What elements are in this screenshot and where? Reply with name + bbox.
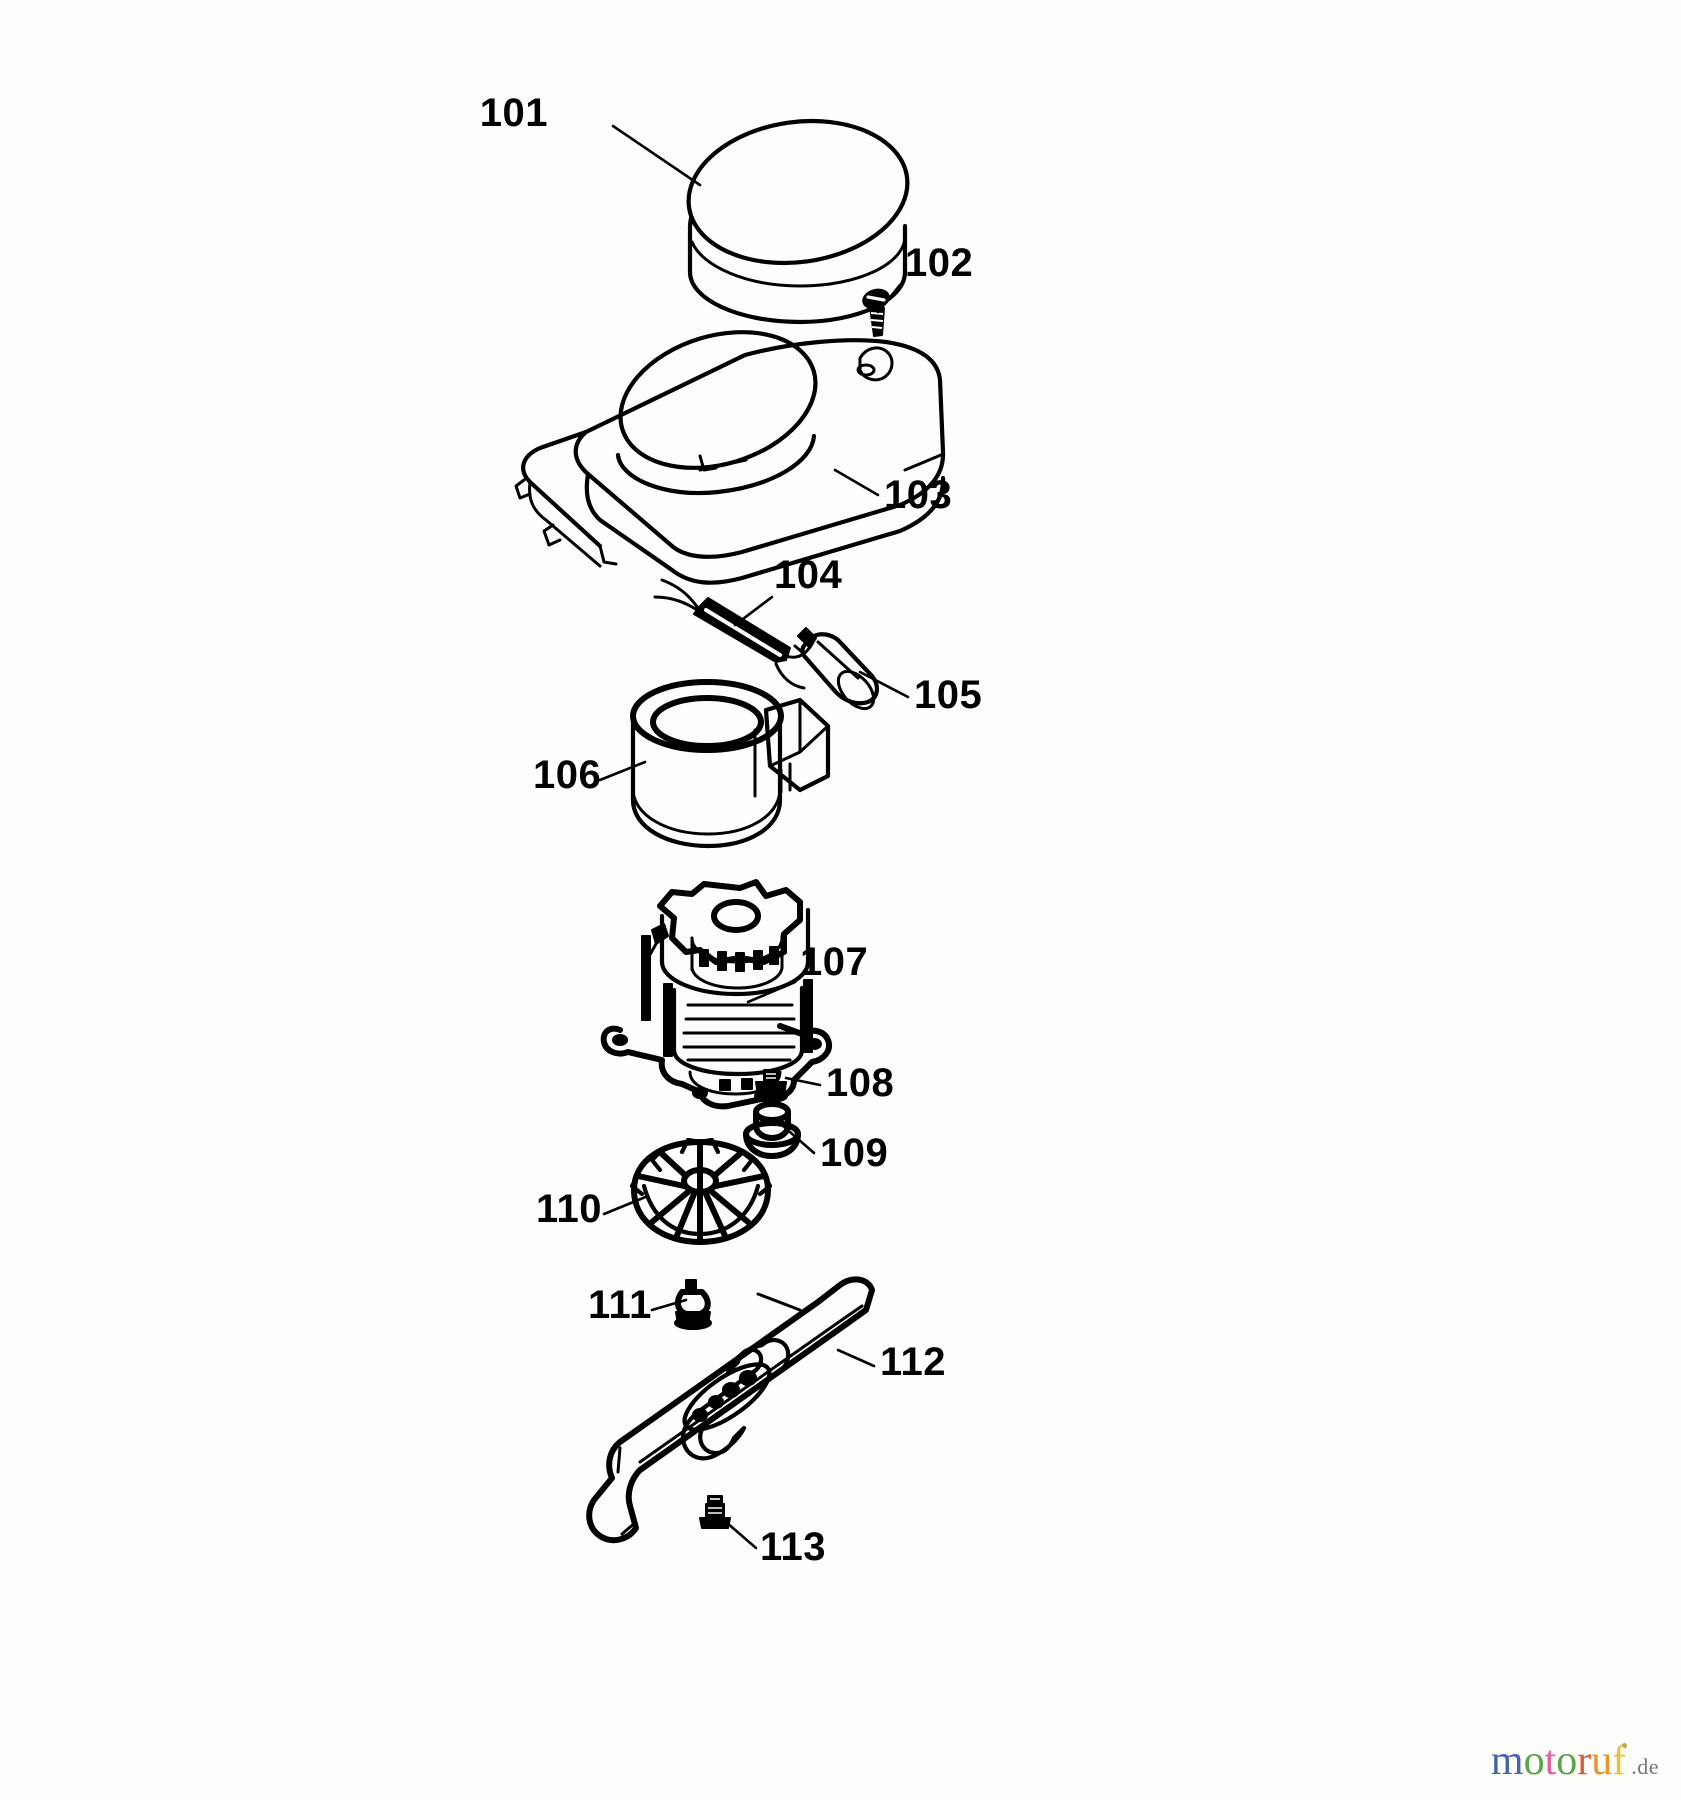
callout-label-101: 101 [480,91,548,135]
callout-104[interactable]: 104 [733,553,842,627]
callout-label-103: 103 [884,473,952,517]
brand-logo-motoruf[interactable]: motoruf.de [1491,1740,1659,1782]
leader-108 [784,1076,822,1087]
callout-label-107: 107 [800,940,868,984]
leader-112 [836,1348,876,1368]
brand-letter-r: r [1577,1738,1592,1784]
callout-label-104: 104 [774,553,842,597]
callout-113[interactable]: 113 [724,1520,826,1569]
brand-letter-m: m [1490,1738,1524,1784]
callout-110[interactable]: 110 [536,1187,650,1231]
callout-112[interactable]: 112 [836,1340,946,1384]
callout-102[interactable]: 102 [876,241,973,314]
part-108-screw-motor-shaft [754,1069,788,1103]
part-102-screw-cover [862,288,890,337]
callout-label-105: 105 [914,673,982,717]
leader-106 [598,760,647,782]
callout-105[interactable]: 105 [858,670,982,717]
leader-111 [650,1298,688,1312]
callout-label-106: 106 [533,753,601,797]
callout-106[interactable]: 106 [533,753,647,797]
callout-111[interactable]: 111 [588,1283,688,1327]
leader-110 [602,1194,650,1216]
leader-101 [611,124,702,187]
leader-109 [780,1123,816,1155]
brand-tld: .de [1631,1754,1659,1779]
brand-letter-u: u [1591,1738,1613,1784]
leader-103 [833,468,880,497]
leader-104 [733,595,774,627]
callout-label-102: 102 [905,241,973,285]
part-113-blade-bolt-lower [699,1495,731,1529]
brand-accent-dot [1622,1743,1628,1748]
callout-103[interactable]: 103 [833,468,952,517]
part-110-cooling-fan [629,1137,773,1245]
callout-101[interactable]: 101 [480,91,702,187]
part-105-capacitor [793,627,879,711]
callout-label-112: 112 [880,1340,946,1384]
callout-label-110: 110 [536,1187,602,1231]
brand-letter-o2: o [1556,1738,1578,1784]
part-103-motor-housing-cover [514,330,946,585]
callout-label-113: 113 [760,1525,826,1569]
brand-letter-o1: o [1523,1738,1545,1784]
brand-letter-t: t [1544,1738,1557,1784]
leader-107 [746,980,797,1004]
leader-113 [724,1520,758,1550]
callout-107[interactable]: 107 [746,940,868,1004]
part-107-electric-motor [600,879,832,1110]
callout-108[interactable]: 108 [784,1061,894,1105]
brand-letter-f: f [1612,1738,1627,1784]
part-112-cutting-blade [586,1276,875,1544]
leader-102 [876,283,902,314]
part-109-washer-spacer [743,1101,801,1159]
leader-105 [858,670,910,699]
callout-109[interactable]: 109 [780,1123,888,1175]
callout-label-111: 111 [588,1283,652,1327]
callout-label-108: 108 [826,1061,894,1105]
callout-label-109: 109 [820,1131,888,1175]
part-106-motor-mount-bracket [630,679,831,849]
part-111-blade-bolt-upper [674,1279,712,1330]
callouts-layer: 101 102 103 104 105 106 [480,91,982,1569]
